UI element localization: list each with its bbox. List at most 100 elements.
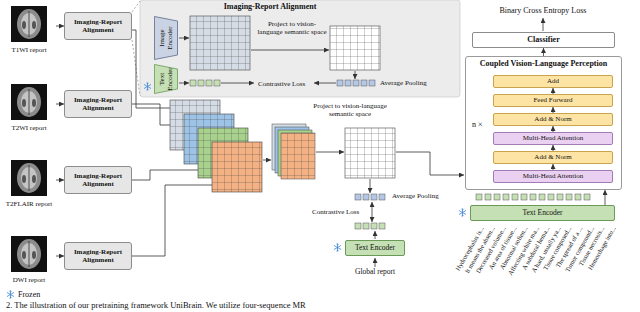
token bbox=[337, 80, 343, 86]
flow-arrow bbox=[355, 71, 356, 79]
mri-slice bbox=[11, 6, 47, 42]
token bbox=[355, 223, 361, 229]
node-text: Imaging-Report Alignment bbox=[140, 2, 400, 11]
annotation-label: Project to vision-language semantic spac… bbox=[304, 102, 396, 118]
mri-slice bbox=[11, 84, 47, 120]
annotation-label: Project to vision-language semantic spac… bbox=[256, 20, 328, 36]
mri-image: T2FLAIR report bbox=[2, 160, 56, 210]
node-text: Coupled Vision-Language Perception bbox=[466, 59, 621, 68]
token bbox=[198, 80, 204, 86]
node-text: Add & Norm bbox=[534, 115, 571, 123]
node-text: Classifier bbox=[527, 35, 559, 44]
token-row bbox=[355, 223, 385, 229]
grid-lines bbox=[281, 133, 315, 179]
node-text: Image Encoder bbox=[158, 20, 174, 56]
node-text: Imaging-Report Alignment bbox=[68, 172, 128, 188]
token bbox=[379, 194, 385, 200]
layer-box: Add & Norm bbox=[493, 113, 613, 126]
node-text: Text Encoder bbox=[158, 66, 174, 92]
token bbox=[566, 194, 572, 200]
feature-grid bbox=[190, 16, 250, 70]
annotation-label: n × bbox=[472, 120, 483, 129]
token bbox=[345, 80, 351, 86]
flow-arrow bbox=[179, 38, 189, 39]
annotation-label: Contrastive Loss bbox=[258, 80, 305, 88]
token bbox=[584, 194, 590, 200]
token bbox=[512, 194, 518, 200]
grid-lines bbox=[212, 142, 262, 192]
frozen-swatch bbox=[6, 290, 15, 299]
frozen-icon bbox=[334, 243, 341, 251]
mri-image: T2WI report bbox=[2, 84, 56, 134]
flow-arrow bbox=[375, 258, 376, 267]
node-text: T2FLAIR report bbox=[6, 200, 52, 208]
node-text: Multi-Head Attention bbox=[523, 134, 583, 142]
token bbox=[476, 194, 482, 200]
encoder-box: Text Encoder bbox=[470, 205, 615, 221]
token bbox=[363, 194, 369, 200]
caption-text: 2. The illustration of our pretraining f… bbox=[6, 300, 306, 310]
feature-slice bbox=[281, 133, 315, 179]
loss-arrow bbox=[221, 83, 254, 84]
token bbox=[485, 194, 491, 200]
token bbox=[214, 80, 220, 86]
flow-arrow bbox=[396, 152, 464, 175]
token bbox=[371, 223, 377, 229]
flow-arrow bbox=[263, 160, 271, 161]
flow-arrow bbox=[251, 50, 329, 51]
flow-arrow bbox=[543, 18, 544, 31]
classifier-box: Classifier bbox=[472, 32, 615, 48]
mri-image: T1WI report bbox=[2, 6, 56, 56]
token bbox=[190, 80, 196, 86]
token bbox=[369, 80, 375, 86]
token bbox=[548, 194, 554, 200]
token bbox=[379, 223, 385, 229]
legend-text: Frozen bbox=[18, 290, 40, 299]
module-box: Imaging-Report Alignment bbox=[64, 90, 132, 118]
encoder-shape bbox=[155, 65, 178, 94]
mri-slice bbox=[11, 236, 47, 272]
node-text: Text Encoder bbox=[522, 209, 562, 218]
feature-grid bbox=[330, 26, 380, 70]
node-text: Text Encoder bbox=[355, 244, 395, 253]
grid-lines bbox=[330, 26, 380, 70]
flow-arrow bbox=[179, 83, 189, 84]
token-row bbox=[190, 80, 220, 86]
token bbox=[206, 80, 212, 86]
token-row bbox=[355, 194, 385, 200]
frozen-icon bbox=[7, 290, 14, 298]
attention-box: Multi-Head Attention bbox=[493, 170, 613, 183]
token bbox=[371, 194, 377, 200]
connector-arrow bbox=[56, 104, 64, 105]
annotation-label: Average Pooling bbox=[380, 79, 427, 87]
node-text: Imaging-Report Alignment bbox=[68, 96, 128, 112]
node-text: Add bbox=[547, 77, 559, 85]
module-box: Imaging-Report Alignment bbox=[64, 12, 132, 40]
figure-caption: 2. The illustration of our pretraining f… bbox=[6, 301, 306, 310]
module-box: Imaging-Report Alignment bbox=[64, 242, 132, 270]
flow-arrow bbox=[316, 152, 344, 153]
frozen-icon bbox=[459, 208, 466, 216]
layer-box: Add & Norm bbox=[493, 151, 613, 164]
token bbox=[530, 194, 536, 200]
token bbox=[539, 194, 545, 200]
token bbox=[575, 194, 581, 200]
layer-box: Feed Forward bbox=[493, 94, 613, 107]
annotation-label: Contrastive Loss bbox=[312, 208, 359, 216]
node-text: Multi-Head Attention bbox=[523, 172, 583, 180]
token bbox=[557, 194, 563, 200]
token bbox=[503, 194, 509, 200]
token bbox=[361, 80, 367, 86]
token bbox=[355, 194, 361, 200]
encoder-box: Text Encoder bbox=[345, 240, 405, 256]
token-row bbox=[476, 194, 590, 200]
token bbox=[494, 194, 500, 200]
mri-image: DWI report bbox=[2, 236, 56, 286]
encoder-trapezoid: Text Encoder bbox=[154, 64, 178, 94]
node-text: Imaging-Report Alignment bbox=[68, 248, 128, 264]
feature-grid bbox=[345, 128, 395, 178]
detail-panel bbox=[140, 0, 460, 97]
connector-arrow bbox=[605, 190, 606, 205]
module-box: Imaging-Report Alignment bbox=[64, 166, 132, 194]
